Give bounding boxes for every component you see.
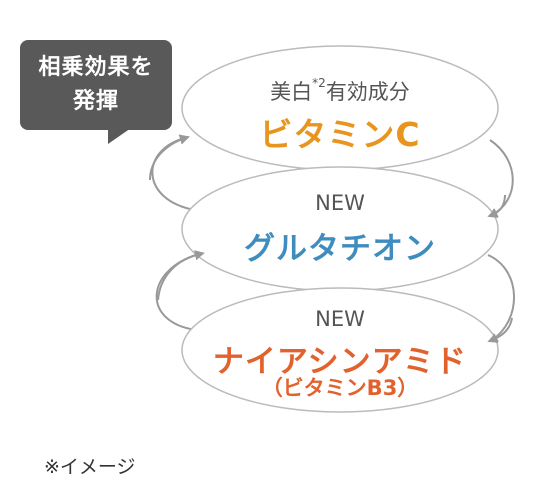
badge-tail — [108, 126, 134, 144]
loop-arrow-right-lower — [487, 254, 515, 343]
active-ingredient-label: 有効成分 — [325, 80, 410, 104]
synergy-badge: 相乗効果を 発揮 — [20, 40, 172, 130]
ring-1-title: ビタミンC — [259, 115, 421, 154]
loop-arrow-right-upper — [487, 139, 514, 218]
badge-line-1: 相乗効果を — [38, 55, 154, 80]
ring-3-subtitle: NEW — [315, 307, 365, 331]
ring-3-title: ナイアシンアミド — [212, 344, 468, 380]
ring-2-title: グルタチオン — [244, 231, 436, 267]
loop-arrow-left-upper — [151, 134, 196, 211]
ring-1-subtitle: 美白*2有効成分 — [190, 76, 490, 106]
ring-2-subtitle: NEW — [315, 191, 365, 215]
whitening-label: 美白 — [270, 80, 313, 104]
footnote-marker: *2 — [312, 76, 326, 90]
image-footnote: ※イメージ — [44, 456, 136, 478]
ring-niacinamide — [181, 287, 499, 413]
ring-3-note: （ビタミンB3） — [261, 376, 419, 400]
badge-line-2: 発揮 — [72, 89, 119, 114]
